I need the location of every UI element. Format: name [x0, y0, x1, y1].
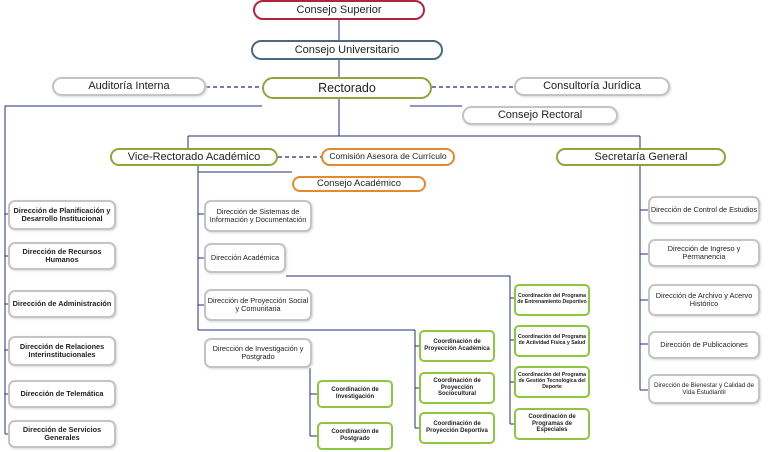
- coord-proy-academica-node: Coordinación de Proyección Académica: [419, 330, 495, 362]
- dir-investigacion-node: Dirección de Investigación y Postgrado: [204, 338, 312, 368]
- secretaria-general-node: Secretaría General: [556, 148, 726, 166]
- dir-bienestar-label: Dirección de Bienestar y Calidad de Vida…: [653, 381, 755, 396]
- dir-relaciones-label: Dirección de Relaciones Interinstitucion…: [19, 341, 105, 359]
- dir-administracion-label: Dirección de Administración: [12, 298, 112, 308]
- coord-actividad-fisica-label: Coordinación del Programa de Actividad F…: [517, 334, 587, 346]
- rectorado-label: Rectorado: [318, 80, 376, 95]
- dir-relaciones-node: Dirección de Relaciones Interinstitucion…: [8, 336, 116, 366]
- dir-recursos-humanos-label: Dirección de Recursos Humanos: [22, 246, 102, 264]
- consejo-universitario-node: Consejo Universitario: [251, 40, 443, 60]
- consejo-rectoral-label: Consejo Rectoral: [497, 109, 583, 122]
- dir-archivo-label: Dirección de Archivo y Acervo Histórico: [655, 290, 753, 308]
- comision-asesora-node: Comisión Asesora de Currículo: [321, 148, 455, 166]
- consejo-superior-label: Consejo Superior: [296, 3, 382, 16]
- dir-academica-label: Dirección Académica: [210, 252, 280, 262]
- vice-rectorado-academico-label: Vice-Rectorado Académico: [127, 150, 261, 163]
- coord-proy-sociocultural-node: Coordinación de Proyección Sociocultural: [419, 372, 495, 404]
- dir-sistemas-informacion-label: Dirección de Sistemas de Información y D…: [209, 206, 307, 224]
- consejo-universitario-label: Consejo Universitario: [294, 43, 400, 56]
- consultoria-juridica-label: Consultoría Jurídica: [543, 80, 641, 93]
- dir-academica-node: Dirección Académica: [204, 243, 286, 273]
- dir-planificacion-node: Dirección de Planificación y Desarrollo …: [8, 200, 116, 230]
- coord-postgrado-label: Coordinación de Postgrado: [331, 429, 379, 442]
- rectorado-node: Rectorado: [262, 77, 432, 99]
- dir-publicaciones-node: Dirección de Publicaciones: [648, 331, 760, 359]
- dir-publicaciones-label: Dirección de Publicaciones: [660, 339, 748, 349]
- coord-gestion-tecnologica-label: Coordinación del Programa de Gestión Tec…: [517, 372, 587, 390]
- dir-control-estudios-node: Dirección de Control de Estudios: [648, 196, 760, 224]
- dir-servicios-generales-label: Dirección de Servicios Generales: [22, 424, 102, 442]
- comision-asesora-label: Comisión Asesora de Currículo: [329, 151, 447, 162]
- auditoria-interna-label: Auditoría Interna: [88, 80, 170, 93]
- secretaria-general-label: Secretaría General: [594, 150, 688, 163]
- dir-telematica-label: Dirección de Telemática: [20, 388, 104, 398]
- dir-sistemas-informacion-node: Dirección de Sistemas de Información y D…: [204, 200, 312, 232]
- coord-programas-especiales-label: Coordinación de Programas de Especiales: [528, 413, 576, 434]
- vice-rectorado-academico-node: Vice-Rectorado Académico: [110, 148, 278, 166]
- dir-proyeccion-social-label: Dirección de Proyección Social y Comunit…: [207, 295, 309, 313]
- coord-actividad-fisica-node: Coordinación del Programa de Actividad F…: [514, 325, 590, 357]
- coord-proy-deportiva-node: Coordinación de Proyección Deportiva: [419, 412, 495, 444]
- dir-archivo-node: Dirección de Archivo y Acervo Histórico: [648, 284, 760, 316]
- consejo-rectoral-node: Consejo Rectoral: [462, 106, 618, 125]
- dir-bienestar-node: Dirección de Bienestar y Calidad de Vida…: [648, 374, 760, 404]
- coord-proy-deportiva-label: Coordinación de Proyección Deportiva: [426, 421, 488, 434]
- dir-telematica-node: Dirección de Telemática: [8, 380, 116, 408]
- coord-gestion-tecnologica-node: Coordinación del Programa de Gestión Tec…: [514, 366, 590, 398]
- coord-programas-especiales-node: Coordinación de Programas de Especiales: [514, 408, 590, 440]
- consejo-superior-node: Consejo Superior: [253, 0, 425, 20]
- coord-proy-sociocultural-label: Coordinación de Proyección Sociocultural: [433, 377, 481, 398]
- consejo-academico-node: Consejo Académico: [292, 176, 426, 192]
- dir-control-estudios-label: Dirección de Control de Estudios: [650, 204, 758, 214]
- consejo-academico-label: Consejo Académico: [317, 177, 401, 189]
- dir-administracion-node: Dirección de Administración: [8, 290, 116, 318]
- dir-ingreso-node: Dirección de Ingreso y Permanencia: [648, 239, 760, 267]
- dir-servicios-generales-node: Dirección de Servicios Generales: [8, 420, 116, 448]
- dir-ingreso-label: Dirección de Ingreso y Permanencia: [667, 243, 741, 261]
- coord-investigacion-label: Coordinación de Investigación: [331, 387, 379, 400]
- dir-investigacion-label: Dirección de Investigación y Postgrado: [212, 343, 304, 361]
- dir-recursos-humanos-node: Dirección de Recursos Humanos: [8, 242, 116, 270]
- consultoria-juridica-node: Consultoría Jurídica: [514, 77, 670, 96]
- coord-investigacion-node: Coordinación de Investigación: [317, 380, 393, 408]
- auditoria-interna-node: Auditoría Interna: [52, 77, 206, 96]
- dir-planificacion-label: Dirección de Planificación y Desarrollo …: [13, 205, 111, 223]
- coord-entrenamiento-node: Coordinación del Programa de Entrenamien…: [514, 284, 590, 316]
- coord-postgrado-node: Coordinación de Postgrado: [317, 422, 393, 450]
- coord-proy-academica-label: Coordinación de Proyección Académica: [424, 339, 490, 352]
- dir-proyeccion-social-node: Dirección de Proyección Social y Comunit…: [204, 289, 312, 321]
- coord-entrenamiento-label: Coordinación del Programa de Entrenamien…: [517, 293, 587, 305]
